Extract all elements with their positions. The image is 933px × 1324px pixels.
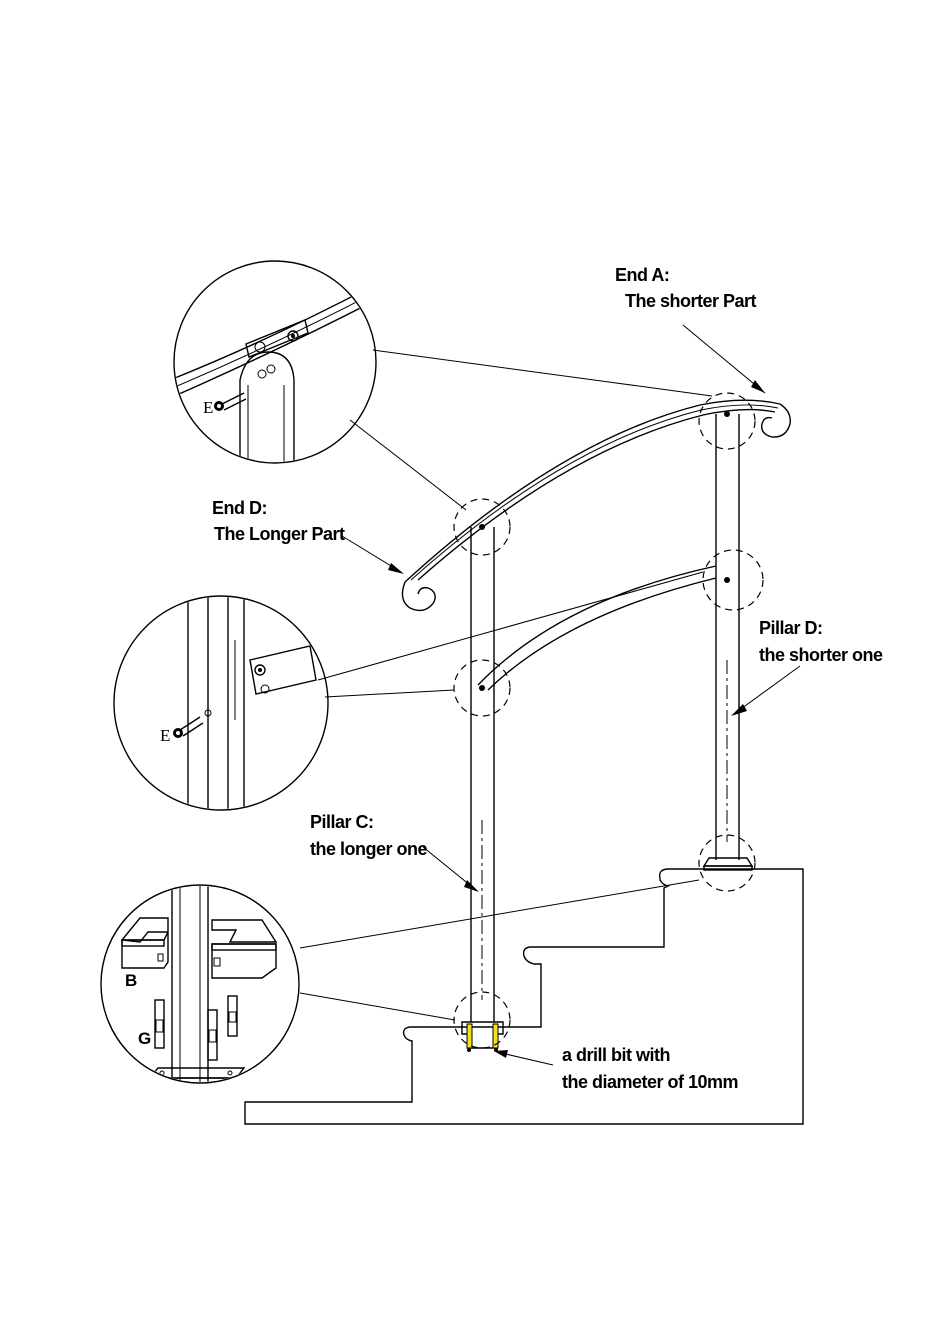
pillar-c [471, 527, 494, 1022]
callout-arrows [342, 325, 800, 1065]
pillar-d [716, 414, 739, 860]
detail-bubble-top: E [170, 261, 380, 470]
detail-leader-lines [300, 350, 712, 1020]
end-d-desc: The Longer Part [214, 524, 345, 544]
part-g-label: G [138, 1029, 151, 1048]
detail-bubble-bottom: B G [101, 876, 299, 1096]
end-d-title: End D: [212, 498, 267, 518]
end-a-desc: The shorter Part [625, 291, 757, 311]
part-e-label-top: E [203, 398, 213, 417]
pillar-c-title: Pillar C: [310, 812, 374, 832]
pillar-c-desc: the longer one [310, 839, 427, 859]
part-b-label: B [125, 971, 137, 990]
drill-bit-label-line2: the diameter of 10mm [562, 1072, 738, 1092]
part-e-label-middle: E [160, 726, 170, 745]
drill-bit-label-line1: a drill bit with [562, 1045, 670, 1065]
detail-bubble-middle: E [114, 590, 328, 820]
pillar-d-title: Pillar D: [759, 618, 823, 638]
pillar-d-desc: the shorter one [759, 645, 883, 665]
end-a-title: End A: [615, 265, 669, 285]
pillar-d-base-cover [704, 858, 752, 870]
lower-rail [478, 566, 730, 691]
